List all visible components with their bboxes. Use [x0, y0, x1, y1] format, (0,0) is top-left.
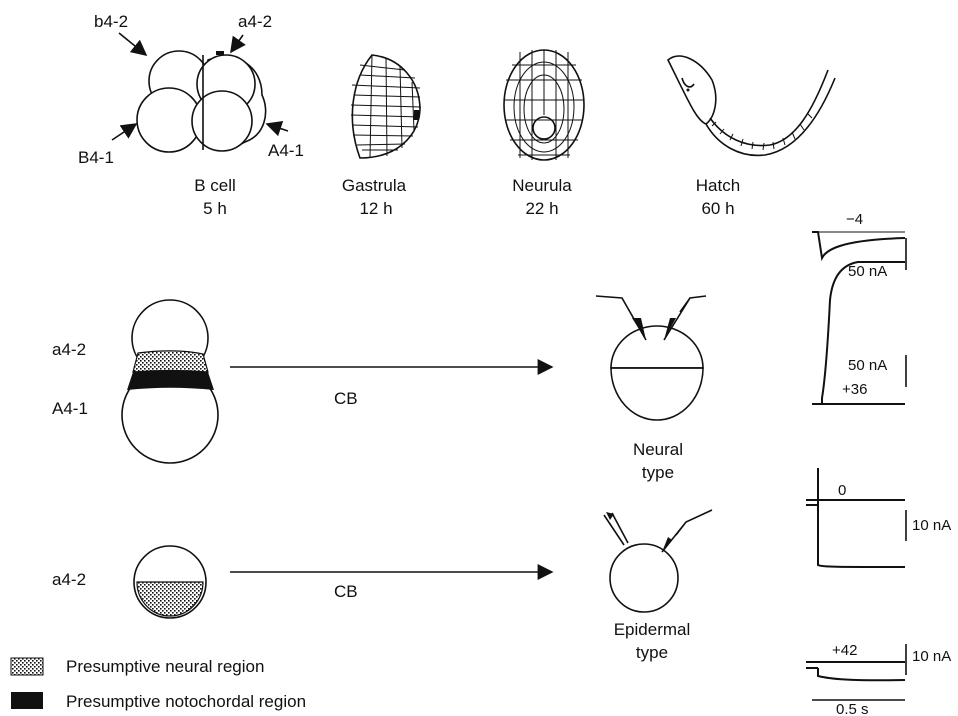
neural-region-fill — [133, 351, 208, 372]
label-a4-2: a4-2 — [238, 12, 272, 31]
a4-2-single — [134, 546, 206, 618]
neurula-embryo — [504, 50, 584, 160]
neural-current-traces — [812, 232, 906, 404]
arrow-B4-1 — [112, 124, 136, 140]
stage-time-3: 22 h — [525, 199, 558, 218]
eight-cell-embryo — [137, 51, 266, 152]
arrow-a4-2 — [231, 35, 243, 52]
epidermal-time-scale: 0.5 s — [836, 701, 869, 716]
notochord-region-fill — [127, 371, 214, 391]
arrow-b4-2 — [119, 33, 146, 55]
a4-2-A4-1-pair — [122, 300, 218, 463]
pair-bottom-label: A4-1 — [52, 399, 88, 418]
stage-name-2: Gastrula — [342, 176, 407, 195]
stage-name-4: Hatch — [696, 176, 740, 195]
neural-scale-bottom: 50 nA — [848, 357, 887, 374]
stage-name-3: Neurula — [512, 176, 572, 195]
hatched-larva — [668, 56, 835, 155]
stage-time-4: 60 h — [701, 199, 734, 218]
epidermal-scale-top: 10 nA — [912, 517, 951, 534]
label-B4-1: B4-1 — [78, 148, 114, 167]
stage-time-1: 5 h — [203, 199, 227, 218]
legend: Presumptive neural region Presumptive no… — [11, 657, 306, 711]
pair-top-label: a4-2 — [52, 340, 86, 359]
arrow-A4-1 — [267, 124, 288, 131]
epidermal-current-traces — [806, 468, 906, 700]
epidermal-type-label-line2: type — [636, 643, 668, 662]
single-label: a4-2 — [52, 570, 86, 589]
neural-type-label-line1: Neural — [633, 440, 683, 459]
stage-time-2: 12 h — [359, 199, 392, 218]
single-arrow-label: CB — [334, 582, 358, 601]
neural-scale-top: 50 nA — [848, 263, 887, 280]
label-A4-1: A4-1 — [268, 141, 304, 160]
legend-label-neural: Presumptive neural region — [66, 657, 264, 676]
legend-label-notochord: Presumptive notochordal region — [66, 692, 306, 711]
neural-region-fill-single — [137, 582, 203, 616]
epidermal-type-cell — [604, 510, 712, 612]
epidermal-type-label-line1: Epidermal — [614, 620, 691, 639]
legend-swatch-neural — [11, 658, 43, 675]
neural-hold-top: −4 — [846, 211, 863, 228]
neural-hold-bottom: +36 — [842, 381, 867, 398]
legend-swatch-notochord — [11, 692, 43, 709]
label-b4-2: b4-2 — [94, 12, 128, 31]
epidermal-scale-bottom: 10 nA — [912, 648, 951, 665]
epidermal-hold-bottom: +42 — [832, 642, 857, 659]
epidermal-hold-top: 0 — [838, 482, 846, 499]
neural-type-label-line2: type — [642, 463, 674, 482]
neural-type-cell — [596, 296, 706, 420]
pair-arrow-label: CB — [334, 389, 358, 408]
stage-name-1: B cell — [194, 176, 236, 195]
gastrula-embryo — [351, 55, 421, 158]
